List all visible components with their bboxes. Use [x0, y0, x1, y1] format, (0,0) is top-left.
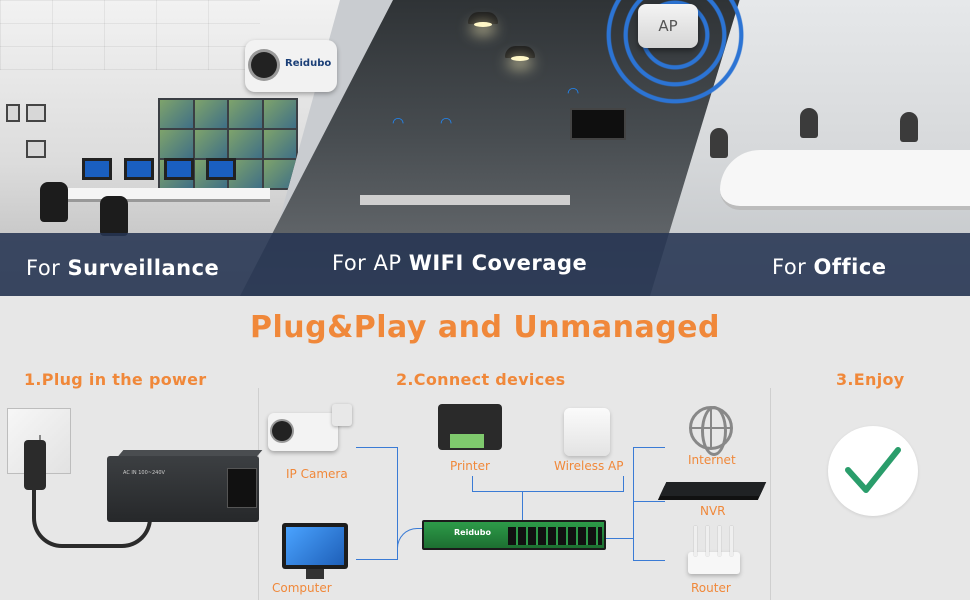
use-case-banner: ◠ ◠ ◠ AP Reidubo For Surveillance For AP…: [0, 0, 970, 296]
caption-office: For Office: [772, 255, 887, 279]
step-3-title: 3.Enjoy: [836, 370, 905, 389]
connector-line: [356, 447, 398, 448]
switch-rear-panel: AC IN 100~240V: [107, 456, 259, 522]
nvr-label: NVR: [700, 504, 726, 518]
workstation-desk: [360, 195, 570, 205]
computer-label: Computer: [272, 581, 332, 595]
caption-band: [0, 233, 970, 296]
caption-keyword: WIFI Coverage: [408, 251, 588, 275]
connector-line: [472, 491, 624, 492]
camera-brand-label: Reidubo: [285, 58, 332, 69]
ceiling-grid: [0, 0, 260, 70]
office-worker: [900, 112, 918, 142]
wall-picture: [26, 140, 46, 158]
wall-tv: [570, 108, 626, 140]
step-1-title: 1.Plug in the power: [24, 370, 207, 389]
ceiling-lamp: [505, 46, 535, 61]
office-chair: [100, 196, 128, 236]
wifi-icon: ◠: [440, 115, 453, 131]
caption-keyword: Surveillance: [67, 256, 220, 280]
router-label: Router: [691, 581, 731, 595]
caption-keyword: Office: [813, 255, 887, 279]
ip-camera-label: IP Camera: [286, 467, 348, 481]
printer-paper: [450, 434, 484, 448]
connector-line: [522, 491, 523, 522]
monitor: [206, 158, 236, 180]
monitor: [164, 158, 194, 180]
printer-image: [438, 404, 502, 450]
bullet-camera-image: Reidubo: [245, 40, 337, 92]
wifi-icon: ◠: [567, 85, 580, 101]
computer-stand: [306, 569, 324, 579]
computer-screen: [286, 527, 344, 565]
camera-lens: [251, 52, 277, 78]
ceiling-lamp: [468, 12, 498, 27]
power-port: [227, 468, 257, 508]
wifi-icon: ◠: [392, 115, 405, 131]
office-chair: [40, 182, 68, 222]
nvr-image: [659, 482, 767, 496]
video-wall: [158, 98, 298, 190]
ap-label: AP: [658, 17, 678, 35]
camera-mount: [332, 404, 352, 426]
printer-label: Printer: [450, 459, 490, 473]
computer-image: [282, 523, 348, 569]
wireless-ap-image: [564, 408, 610, 456]
connector-line: [472, 476, 473, 492]
connector-line: [633, 447, 634, 561]
step-2-title: 2.Connect devices: [396, 370, 566, 389]
connector-line: [623, 476, 624, 492]
access-point-device: AP: [638, 4, 698, 48]
office-worker: [710, 128, 728, 158]
power-plug: [24, 440, 46, 490]
poe-switch-image: Reidubo: [422, 520, 606, 550]
connector-line: [356, 559, 398, 560]
connector-line: [606, 538, 634, 539]
checkmark-glyph: [845, 447, 901, 493]
ip-camera-image: [268, 413, 338, 451]
caption-prefix: For: [772, 255, 814, 279]
monitor: [124, 158, 154, 180]
office-desk: [720, 150, 970, 210]
connector-line: [633, 560, 665, 561]
caption-prefix: For AP: [332, 251, 409, 275]
wall-picture: [26, 104, 46, 122]
caption-prefix: For: [26, 256, 68, 280]
section-heading: Plug&Play and Unmanaged: [250, 310, 720, 345]
caption-surveillance: For Surveillance: [26, 256, 219, 280]
column-divider: [770, 388, 771, 600]
connector-line: [397, 528, 425, 560]
check-icon: [828, 426, 918, 516]
wireless-ap-label: Wireless AP: [554, 459, 624, 473]
connector-line: [633, 501, 665, 502]
globe-icon: [689, 406, 733, 456]
internet-label: Internet: [688, 453, 736, 467]
ethernet-ports: [508, 527, 602, 545]
connector-line: [633, 447, 665, 448]
office-worker: [800, 108, 818, 138]
monitor: [82, 158, 112, 180]
camera-lens: [272, 421, 292, 441]
monitoring-desk: [60, 188, 270, 202]
router-image: [688, 526, 740, 574]
switch-brand-label: Reidubo: [454, 528, 491, 537]
power-input-label: AC IN 100~240V: [123, 470, 165, 476]
wall-picture: [6, 104, 20, 122]
caption-ap-wifi: For AP WIFI Coverage: [332, 251, 587, 275]
connector-line: [397, 447, 398, 560]
